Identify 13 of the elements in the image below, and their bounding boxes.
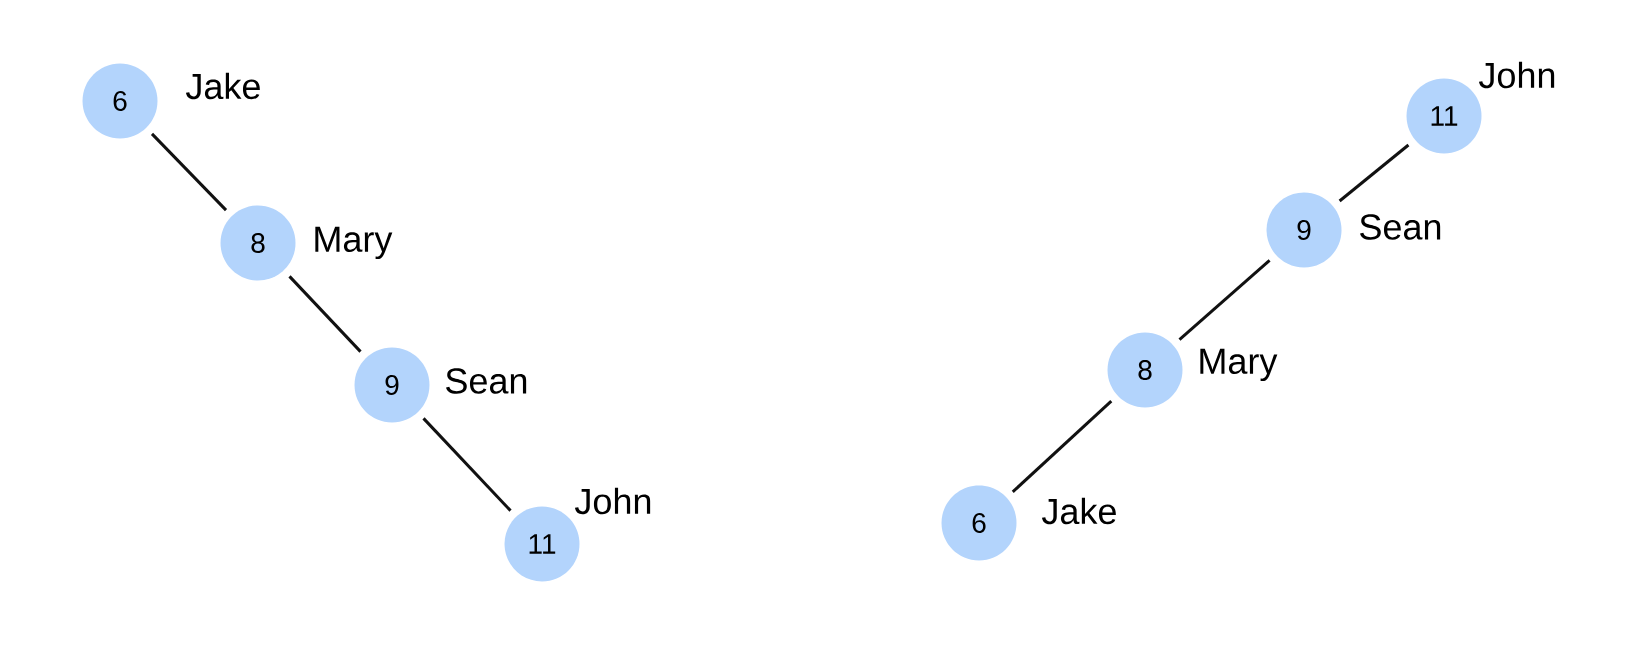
connector-line xyxy=(1011,400,1113,493)
connector-line xyxy=(1178,259,1271,341)
connector-line xyxy=(422,417,512,512)
name-label: Jake xyxy=(185,72,260,100)
connector-line xyxy=(288,275,362,353)
name-label: Sean xyxy=(446,368,527,394)
name-label: Mary xyxy=(1200,348,1278,382)
connector-line xyxy=(1338,143,1410,203)
name-label: Jake xyxy=(1042,497,1116,525)
name-label: John xyxy=(1479,61,1555,89)
name-label: Mary xyxy=(315,226,393,260)
connector-line xyxy=(150,132,228,212)
name-label: Sean xyxy=(1360,214,1441,240)
